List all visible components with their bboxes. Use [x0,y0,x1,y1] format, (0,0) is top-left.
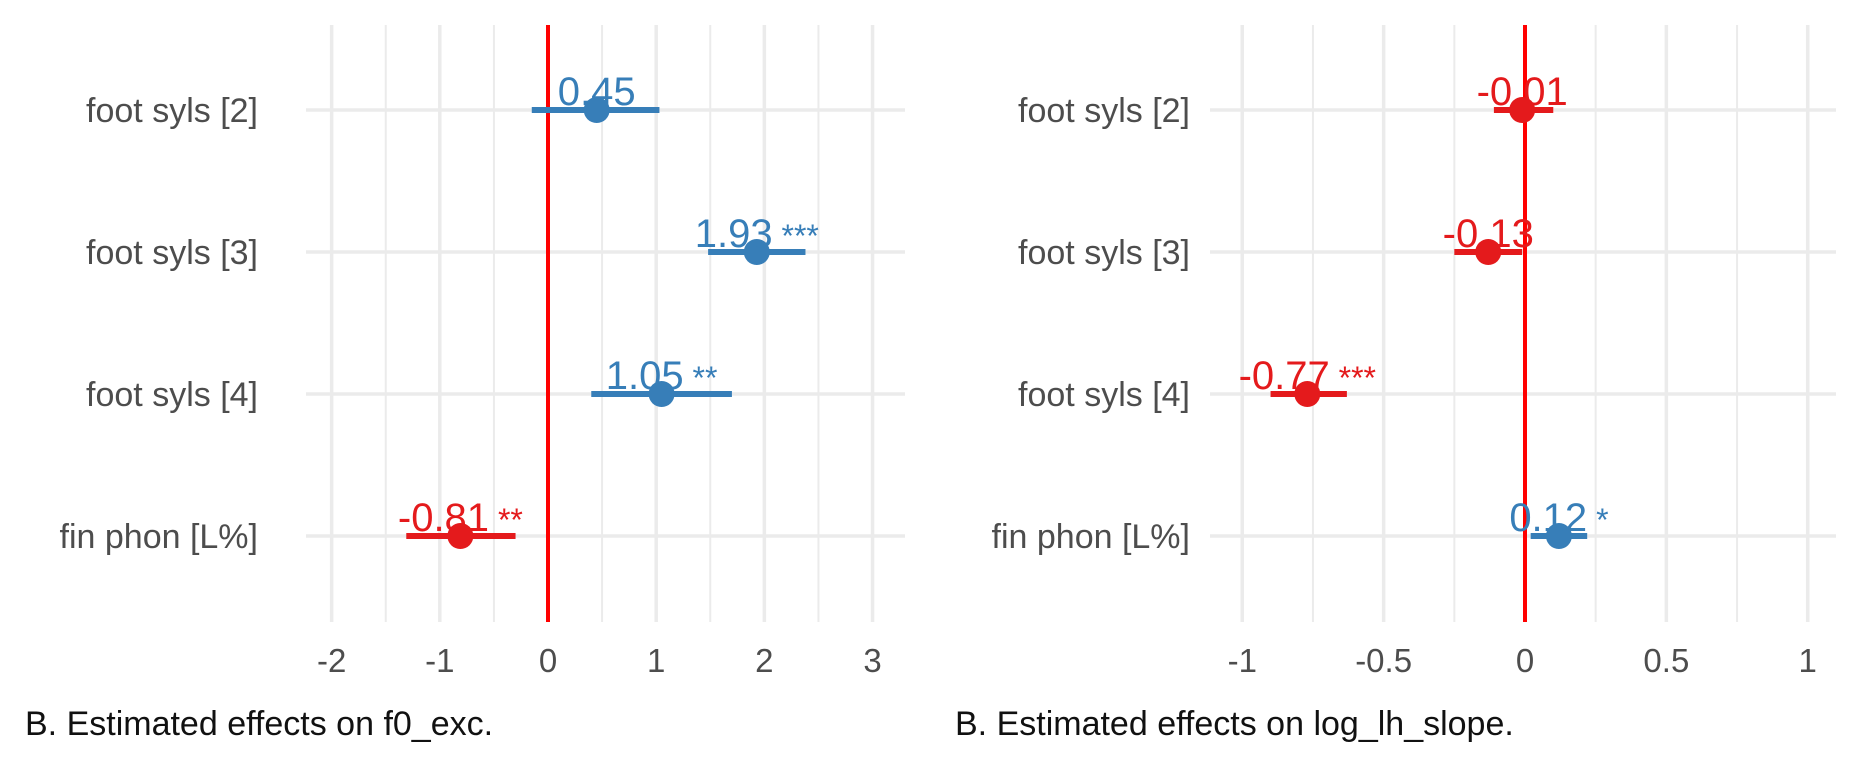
estimate-value-label: -0.13 [1443,212,1534,256]
panel-f0-exc: -2 -1 0 1 2 3 foot syls [2] 0.45 foot syls [3] 1.… [25,25,905,743]
term-label: foot syls [4] [1018,376,1190,414]
significance-stars: *** [773,218,819,254]
x-tick-label: 1 [1799,642,1817,679]
point-estimate [447,523,474,549]
point-estimate [1509,97,1536,123]
estimate-value: 0.45 [558,70,636,114]
estimate-value-label: -0.77 *** [1239,354,1376,398]
x-tick-label: -2 [317,642,346,679]
term-label: foot syls [4] [86,376,258,414]
estimate-value-label: -0.01 [1477,70,1568,114]
term-label: foot syls [3] [86,234,258,272]
significance-stars: ** [489,502,523,538]
estimate-value: -0.77 [1239,354,1330,398]
significance-stars: ** [684,360,718,396]
term-label: fin phon [L%] [60,518,258,556]
panel-caption: B. Estimated effects on log_lh_slope. [955,705,1514,743]
estimate-value: -0.01 [1477,70,1568,114]
estimate-value: -0.13 [1443,212,1534,256]
term-label: fin phon [L%] [992,518,1190,556]
x-tick-label: 1 [647,642,665,679]
x-tick-label: 3 [863,642,881,679]
panel-caption: B. Estimated effects on f0_exc. [25,705,493,743]
x-tick-label: -1 [1228,642,1257,679]
point-estimate [648,381,675,407]
point-estimate [743,239,770,265]
estimate-value-label: -0.81 ** [398,496,523,540]
significance-stars: * [1587,502,1608,538]
estimate-value-label: 0.12 * [1509,496,1608,540]
estimate-value-label: 1.93 *** [695,212,819,256]
x-tick-label: -1 [425,642,454,679]
point-estimate [1475,239,1502,265]
estimate-value-label: 1.05 ** [606,354,718,398]
x-tick-label: 0 [539,642,557,679]
x-tick-label: 2 [755,642,773,679]
point-estimate [1545,523,1572,549]
estimate-value: 0.12 [1509,496,1587,540]
term-label: foot syls [2] [1018,92,1190,130]
x-tick-label: -0.5 [1355,642,1412,679]
panel-log-lh-slope: -1 -0.5 0 0.5 1 foot syls [2] -0.01 foot syls [… [955,25,1836,743]
estimate-value: 1.93 [695,212,773,256]
estimate-value-label: 0.45 [558,70,636,114]
estimate-value: -0.81 [398,496,489,540]
term-label: foot syls [2] [86,92,258,130]
significance-stars: *** [1330,360,1376,396]
x-tick-label: 0.5 [1643,642,1689,679]
point-estimate [583,97,610,123]
point-estimate [1294,381,1321,407]
estimate-value: 1.05 [606,354,684,398]
term-label: foot syls [3] [1018,234,1190,272]
x-tick-label: 0 [1516,642,1534,679]
